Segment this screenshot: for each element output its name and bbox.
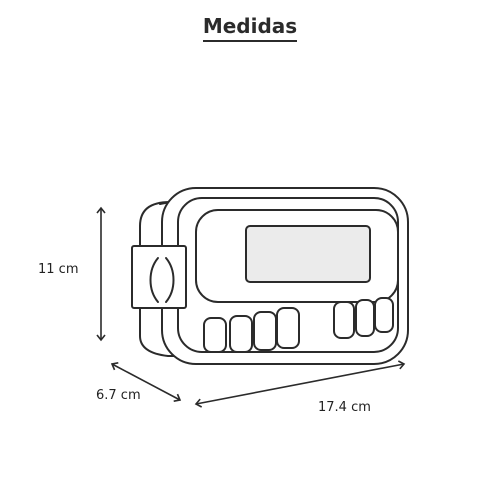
page-title-text: Medidas bbox=[202, 14, 298, 42]
width-arrow-icon bbox=[194, 360, 406, 408]
timer-button-3 bbox=[253, 311, 277, 351]
timer-side-clip bbox=[131, 245, 187, 309]
digital-timer-icon bbox=[131, 187, 409, 365]
display-screen bbox=[245, 225, 371, 283]
timer-clip-detail bbox=[149, 257, 175, 303]
timer-button-1 bbox=[203, 317, 227, 353]
timer-button-4 bbox=[276, 307, 300, 349]
timer-button-7 bbox=[374, 297, 394, 333]
timer-button-6 bbox=[355, 299, 375, 337]
timer-button-5 bbox=[333, 301, 355, 339]
width-label: 17.4 cm bbox=[318, 400, 371, 415]
timer-back-body bbox=[139, 201, 181, 357]
height-label: 11 cm bbox=[38, 262, 79, 277]
depth-arrow-icon bbox=[110, 362, 182, 402]
timer-button-2 bbox=[229, 315, 253, 353]
page-title: Medidas bbox=[0, 14, 500, 42]
depth-label: 6.7 cm bbox=[96, 388, 141, 403]
